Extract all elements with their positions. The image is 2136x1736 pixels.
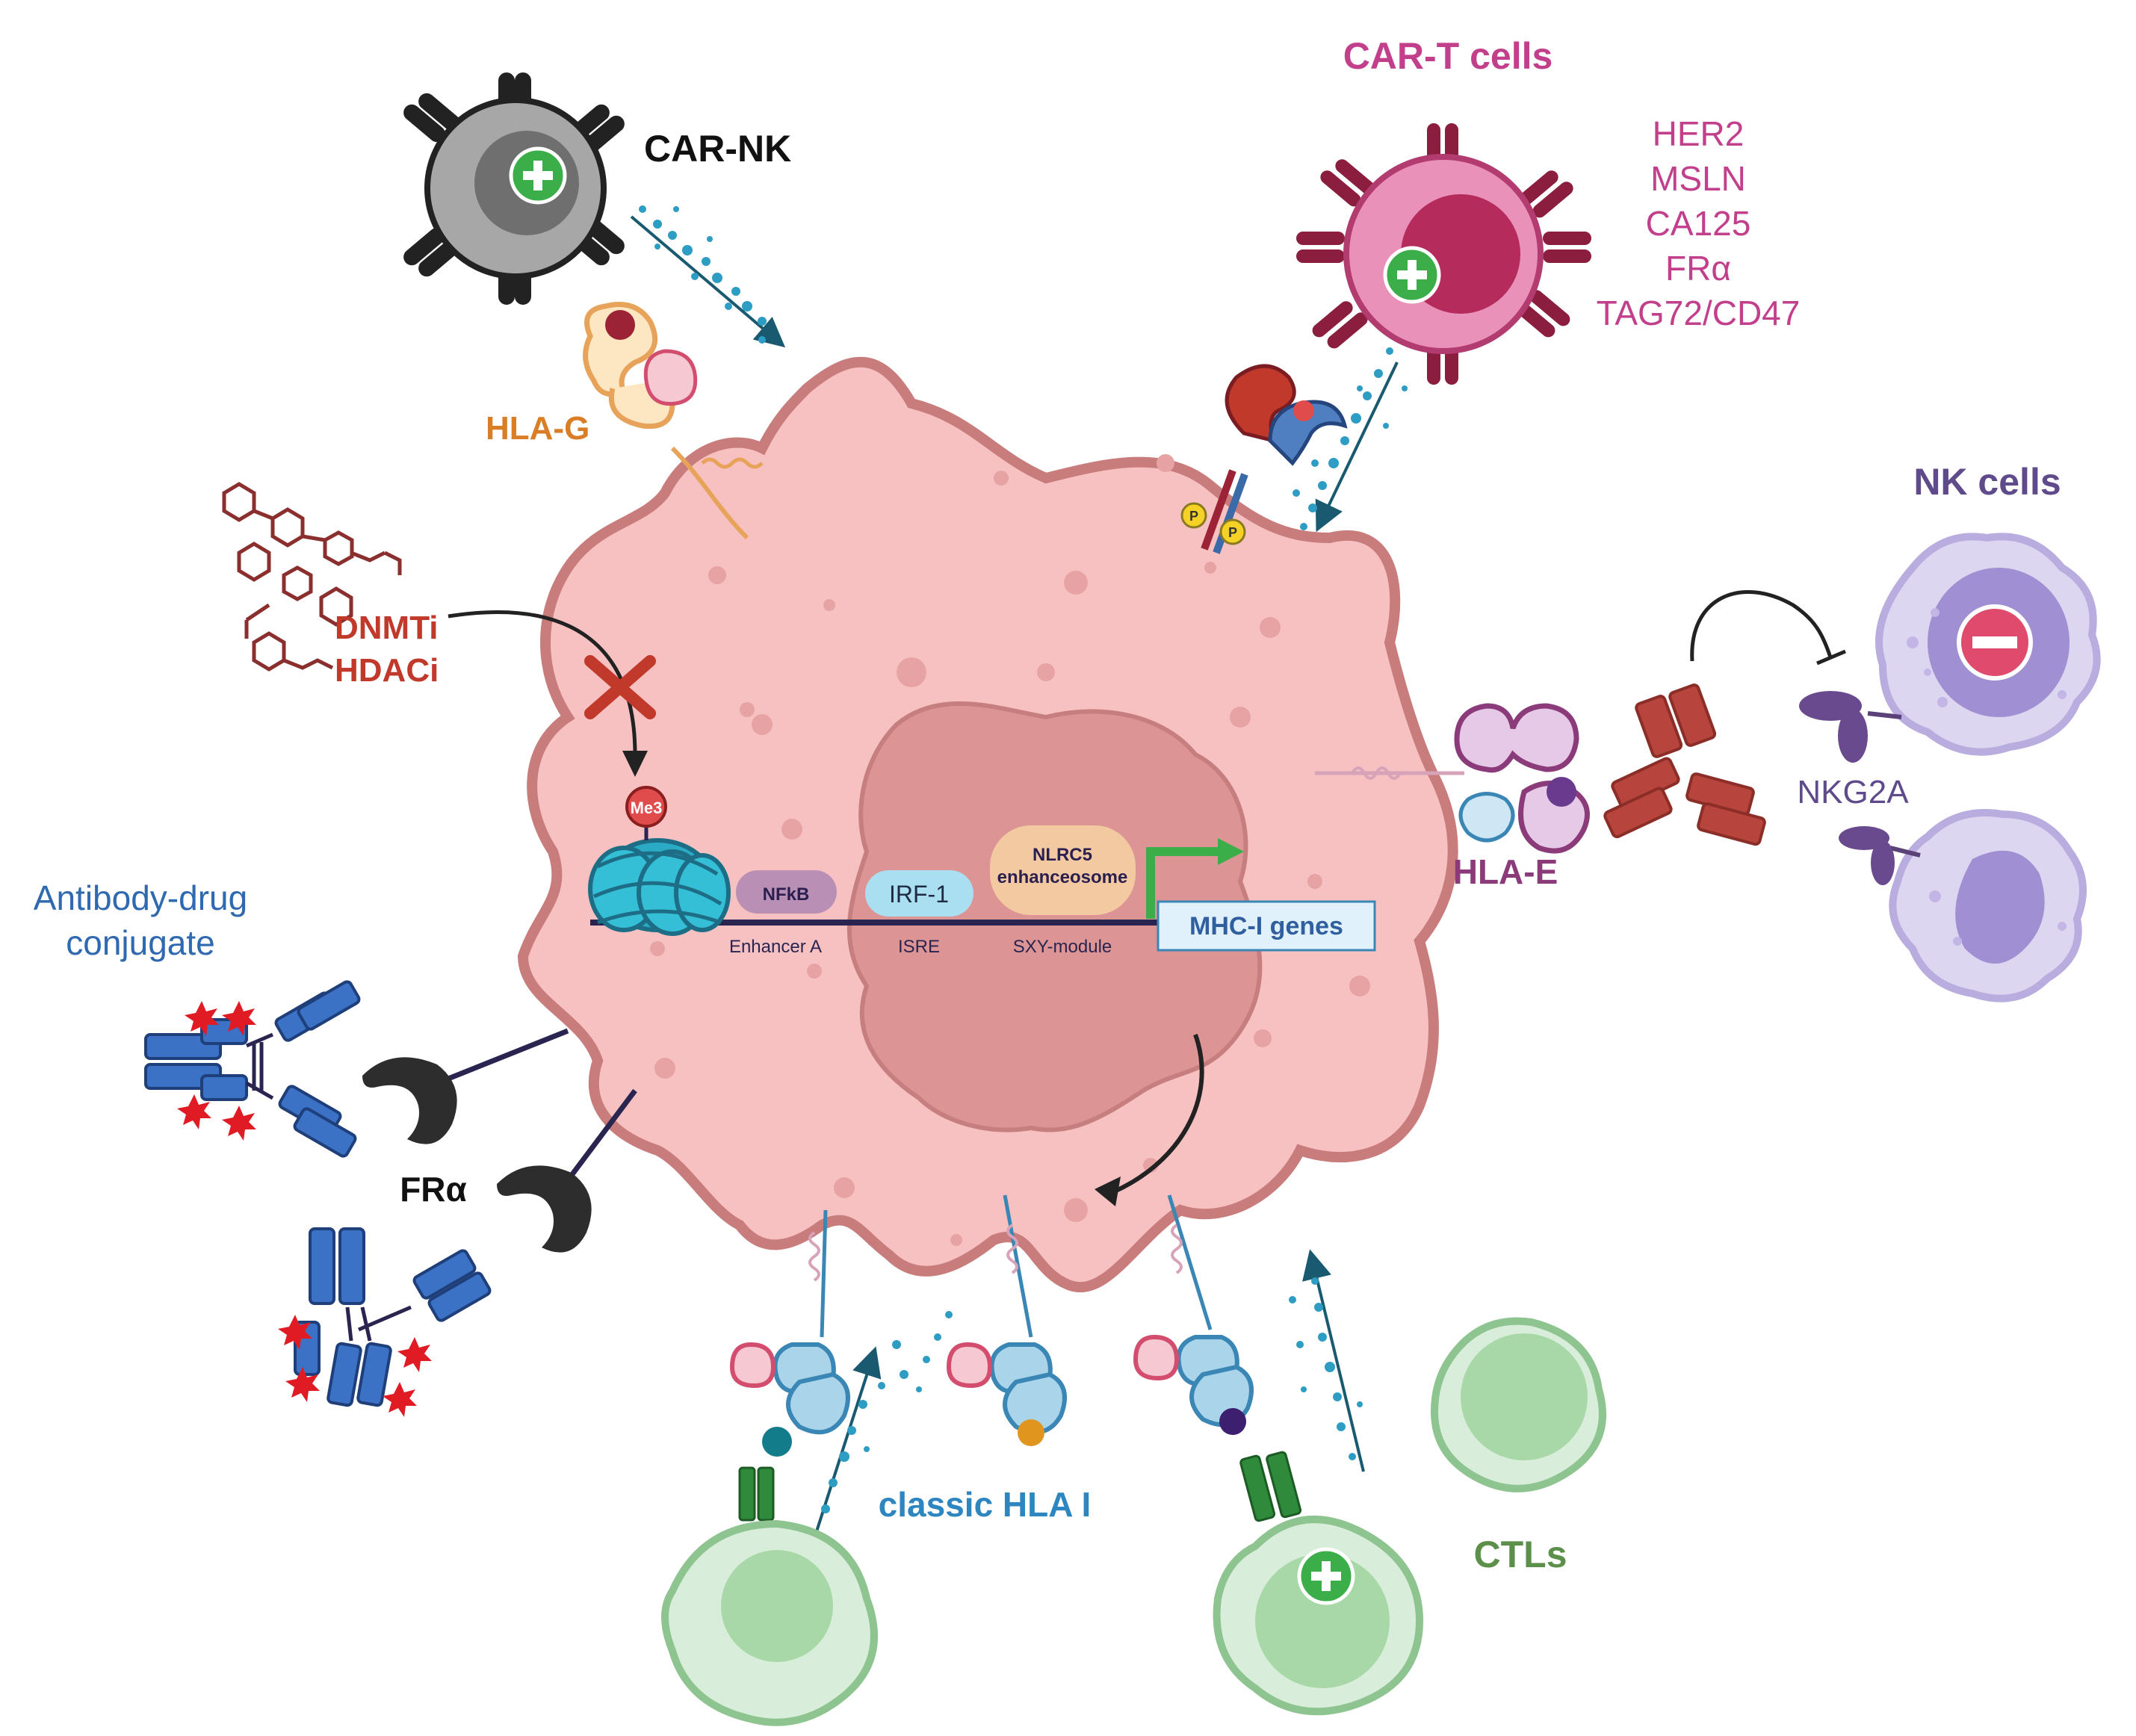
target-msln: MSLN — [1650, 159, 1746, 198]
car-t-label: CAR-T cells — [1343, 35, 1553, 77]
target-fra: FRα — [1665, 249, 1731, 288]
adc-antibody-1-hinge — [245, 1032, 274, 1100]
export-arrow — [1104, 1034, 1204, 1197]
nlrc5-label-2: enhanceosome — [997, 867, 1128, 887]
irf1-label: IRF-1 — [889, 881, 949, 908]
hla-g-label: HLA-G — [486, 410, 589, 447]
ctls-label: CTLs — [1474, 1534, 1567, 1575]
car-t-targets: HER2 MSLN CA125 FRα TAG72/CD47 — [1597, 114, 1801, 332]
me3-mark: Me3 — [625, 786, 667, 840]
phospho-label-2: P — [1228, 525, 1237, 540]
transcription-arrow — [1146, 847, 1225, 919]
car-nk-cell — [403, 72, 625, 305]
target-her2: HER2 — [1653, 114, 1745, 153]
nkg2a-receptor-2 — [1839, 826, 1921, 885]
target-ca125: CA125 — [1646, 204, 1751, 243]
adc-antibody-2-hinge — [345, 1305, 412, 1342]
hla-e-label: HLA-E — [1453, 852, 1558, 891]
nkg2a-label: NKG2A — [1797, 774, 1909, 810]
hla-e-molecule — [1315, 703, 1590, 854]
nfkb-label: NFkB — [763, 884, 810, 905]
nlrc5-box — [990, 825, 1136, 915]
hla-g-molecule — [583, 302, 764, 540]
ctl-signal-2 — [1289, 1249, 1365, 1472]
adc-payloads-2 — [278, 1315, 432, 1417]
mhc-genes-box — [1157, 900, 1376, 952]
nucleosome — [588, 838, 731, 936]
dnmti-label: DNMTi — [335, 610, 439, 646]
fra-label: FRα — [400, 1170, 467, 1209]
hdaci-label: HDACi — [335, 652, 439, 689]
classic-hla-2 — [949, 1194, 1065, 1446]
irf1-box — [865, 870, 973, 917]
block-cross-icon — [584, 655, 656, 719]
ctl-cell-1 — [661, 1466, 878, 1726]
mhc-genes-label: MHC-I genes — [1189, 912, 1343, 940]
classic-hla-3 — [1136, 1194, 1251, 1435]
enhancer-a-label: Enhancer A — [729, 937, 822, 957]
car-t-cell — [1296, 123, 1591, 385]
fra-receptor-2 — [497, 1088, 637, 1253]
classic-hla-label: classic HLA I — [879, 1485, 1092, 1524]
adc-payloads-1 — [177, 1001, 256, 1141]
nlrc5-label-1: NLRC5 — [1033, 845, 1092, 865]
nk-cell-2 — [1889, 809, 2087, 1002]
sxy-label: SXY-module — [1013, 937, 1112, 957]
adc-antibody-2 — [294, 1227, 492, 1407]
membrane-receptor: P P — [1180, 364, 1348, 554]
adc-label-2: conjugate — [66, 923, 215, 962]
car-nk-signal — [630, 205, 786, 348]
fra-receptor-1 — [362, 1028, 569, 1144]
target-tag72-cd47: TAG72/CD47 — [1597, 294, 1801, 332]
ctl-cell-3 — [1430, 1317, 1606, 1492]
drug-molecules — [222, 482, 402, 672]
adc-label-1: Antibody-drug — [34, 878, 247, 917]
ctl-signal-1 — [809, 1311, 953, 1551]
isre-label: ISRE — [898, 937, 940, 957]
me3-label: Me3 — [631, 799, 663, 817]
inhibition-line — [1690, 590, 1833, 662]
cytoplasm-vesicles — [650, 454, 1370, 1246]
phospho-label-1: P — [1189, 509, 1198, 524]
drug-arrow — [448, 610, 637, 755]
anti-nkg2a-antibody — [1603, 683, 1766, 846]
nkg2a-receptor-1 — [1799, 691, 1902, 763]
classic-hla-1 — [732, 1209, 848, 1457]
ctl-cell-2 — [1213, 1451, 1424, 1716]
nk-cells-label: NK cells — [1913, 461, 2061, 503]
nucleus — [846, 701, 1263, 1132]
nfkb-box — [736, 870, 837, 914]
nk-cell-1 — [1875, 533, 2101, 756]
car-nk-label: CAR-NK — [644, 128, 791, 170]
